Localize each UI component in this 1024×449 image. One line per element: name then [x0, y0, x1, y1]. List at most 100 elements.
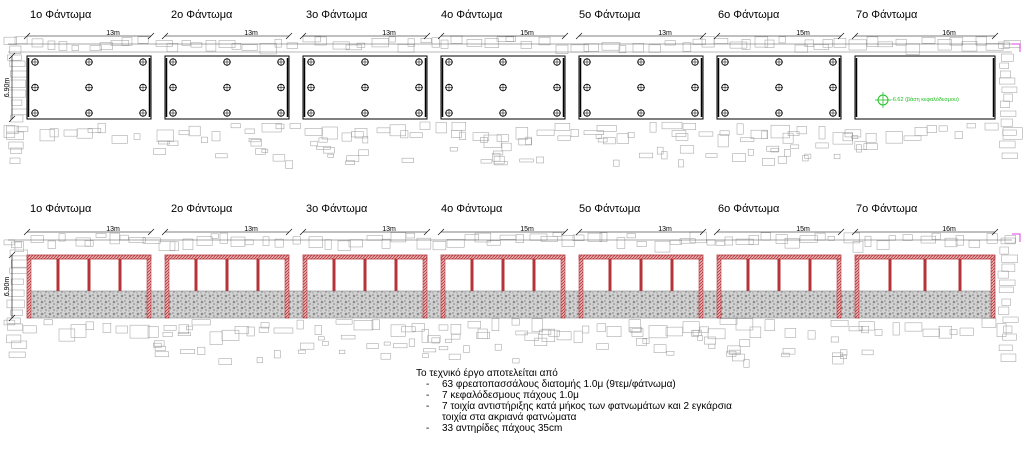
- ruin-block: [1001, 298, 1011, 306]
- ruin-block: [931, 232, 941, 240]
- ruin-block: [1003, 325, 1013, 334]
- bay-title: 7ο Φάντωμα: [856, 203, 918, 215]
- ruin-block: [110, 40, 130, 46]
- buttress: [194, 259, 198, 291]
- ruin-block: [8, 89, 26, 98]
- dimension-tick: [8, 115, 16, 123]
- ruin-block: [215, 153, 228, 159]
- ruin-block: [300, 342, 315, 350]
- ruin-block: [480, 137, 488, 143]
- ruin-block: [555, 44, 569, 54]
- buttress: [923, 259, 927, 291]
- ruin-block: [1001, 53, 1014, 62]
- ruin-block: [905, 43, 920, 55]
- bay-title: 5ο Φάντωμα: [579, 203, 641, 215]
- ruin-block: [865, 133, 877, 143]
- ruin-block: [407, 38, 415, 47]
- ruin-block: [552, 232, 562, 237]
- dimension-tick: [575, 32, 583, 40]
- ruin-block: [466, 39, 483, 47]
- ruin-block: [234, 326, 249, 335]
- ruin-block: [449, 147, 458, 152]
- ruin-block: [736, 123, 744, 135]
- ruin-block: [147, 326, 159, 338]
- ruin-block: [961, 41, 978, 52]
- ruin-block: [719, 318, 738, 325]
- ruin-block: [698, 131, 714, 137]
- capping-beam: [854, 254, 996, 260]
- ruin-block: [998, 41, 1010, 49]
- ruin-block: [656, 146, 664, 155]
- ruin-block: [445, 338, 453, 343]
- ruin-block: [341, 132, 352, 142]
- ruin-block: [358, 149, 369, 156]
- dimension-tick: [437, 32, 445, 40]
- ruin-block: [914, 127, 928, 136]
- ruin-block: [477, 328, 488, 339]
- ruin-block: [830, 336, 839, 343]
- ruin-block: [954, 131, 963, 139]
- capping-beam: [164, 254, 290, 260]
- dimension-tick: [147, 32, 155, 40]
- project-notes: Το τεχνικό έργο αποτελείται από 63 φρεατ…: [416, 368, 746, 434]
- ruin-block: [922, 328, 940, 337]
- buttress: [746, 259, 750, 291]
- ruin-block: [885, 131, 903, 144]
- ruin-block: [272, 154, 286, 162]
- plan-view: -6.62 (βάση κεφαλόδεσμου): [8, 43, 1021, 120]
- ruin-block: [556, 331, 572, 341]
- ruin-block: [966, 123, 976, 129]
- dimension-label: 15m: [796, 226, 810, 233]
- level-annotation: -6.62 (βάση κεφαλόδεσμου): [891, 96, 959, 103]
- ruin-block: [371, 319, 380, 330]
- dimension-label: 15m: [520, 30, 534, 37]
- ruin-block: [492, 152, 501, 162]
- ruin-block: [435, 122, 447, 134]
- ruin-block: [815, 142, 829, 149]
- ruin-block: [256, 357, 263, 364]
- ruin-block: [762, 158, 775, 166]
- ruin-block: [832, 356, 844, 365]
- ruin-block: [627, 132, 635, 138]
- ruin-block: [691, 330, 699, 337]
- ruin-block: [43, 319, 53, 326]
- dimension-tick: [23, 228, 31, 236]
- ruin-block: [246, 326, 255, 337]
- ruin-block: [505, 36, 516, 42]
- buttress: [118, 259, 122, 291]
- ruin-block: [408, 338, 415, 347]
- ruin-block: [515, 234, 524, 243]
- ruin-block: [102, 323, 112, 333]
- dimension-label: 16m: [942, 226, 956, 233]
- ruin-block: [230, 123, 241, 129]
- ruin-block: [926, 125, 937, 133]
- ruin-block: [636, 338, 647, 346]
- ruin-block: [804, 153, 812, 159]
- ruin-block: [248, 138, 261, 143]
- ruin-block: [998, 286, 1014, 293]
- end-wall: [990, 258, 996, 319]
- ruin-block: [76, 128, 93, 139]
- section-view: [8, 233, 1021, 319]
- buttress: [332, 259, 336, 291]
- ruin-block: [322, 341, 329, 346]
- ruin-block: [717, 134, 729, 148]
- ruin-block: [863, 143, 878, 150]
- ruin-block: [813, 44, 829, 50]
- ruin-block: [679, 238, 696, 244]
- ruin-block: [705, 153, 718, 158]
- ruin-block: [353, 320, 374, 331]
- ruin-block: [515, 127, 529, 140]
- ruin-block: [534, 337, 548, 346]
- ruin-block: [682, 123, 696, 130]
- notes-item-walls: 7 τοιχία αντιστήριξης κατά μήκος των φατ…: [426, 401, 746, 423]
- ruin-block: [484, 38, 499, 48]
- ruin-block: [397, 44, 415, 53]
- ruin-block: [861, 326, 870, 334]
- ruin-block: [298, 349, 306, 354]
- ruin-block: [119, 234, 129, 241]
- dimension-tick: [8, 251, 16, 259]
- ruin-block: [770, 147, 779, 153]
- ruin-block: [775, 234, 788, 244]
